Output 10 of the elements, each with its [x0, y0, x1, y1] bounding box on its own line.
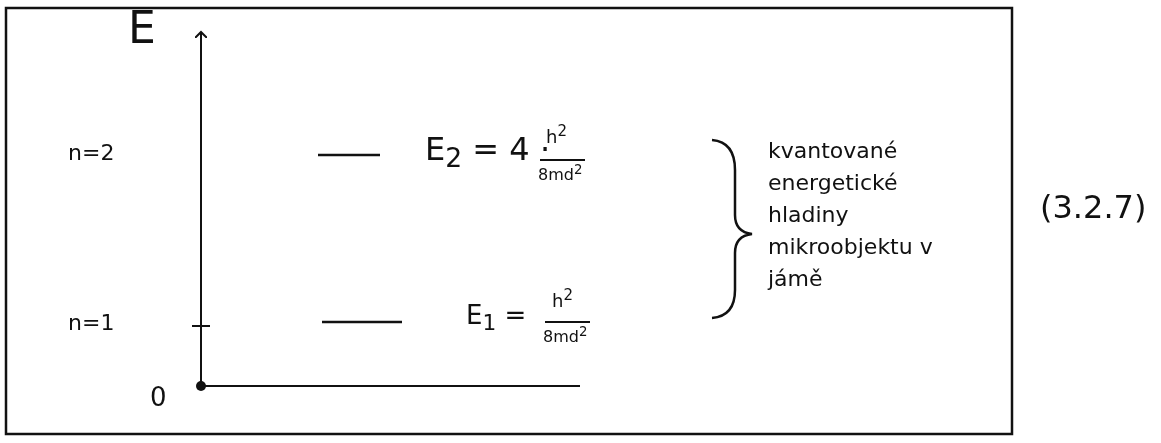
origin-label: 0: [150, 382, 167, 412]
equation-number: (3.2.7): [1040, 188, 1147, 226]
fraction-numerator: h$^{2}$: [552, 286, 573, 311]
fraction-denominator: 8md$^{2}$: [538, 162, 583, 185]
level-label: n=2: [68, 140, 115, 165]
description-text: kvantované energetické hladiny mikroobjektu v jámě: [768, 137, 934, 293]
fraction-denominator: 8md$^{2}$: [543, 324, 588, 347]
axis-label: E: [128, 2, 156, 53]
level-label: n=1: [68, 310, 115, 335]
energy-formula: E$_{1}$ =: [466, 300, 527, 336]
